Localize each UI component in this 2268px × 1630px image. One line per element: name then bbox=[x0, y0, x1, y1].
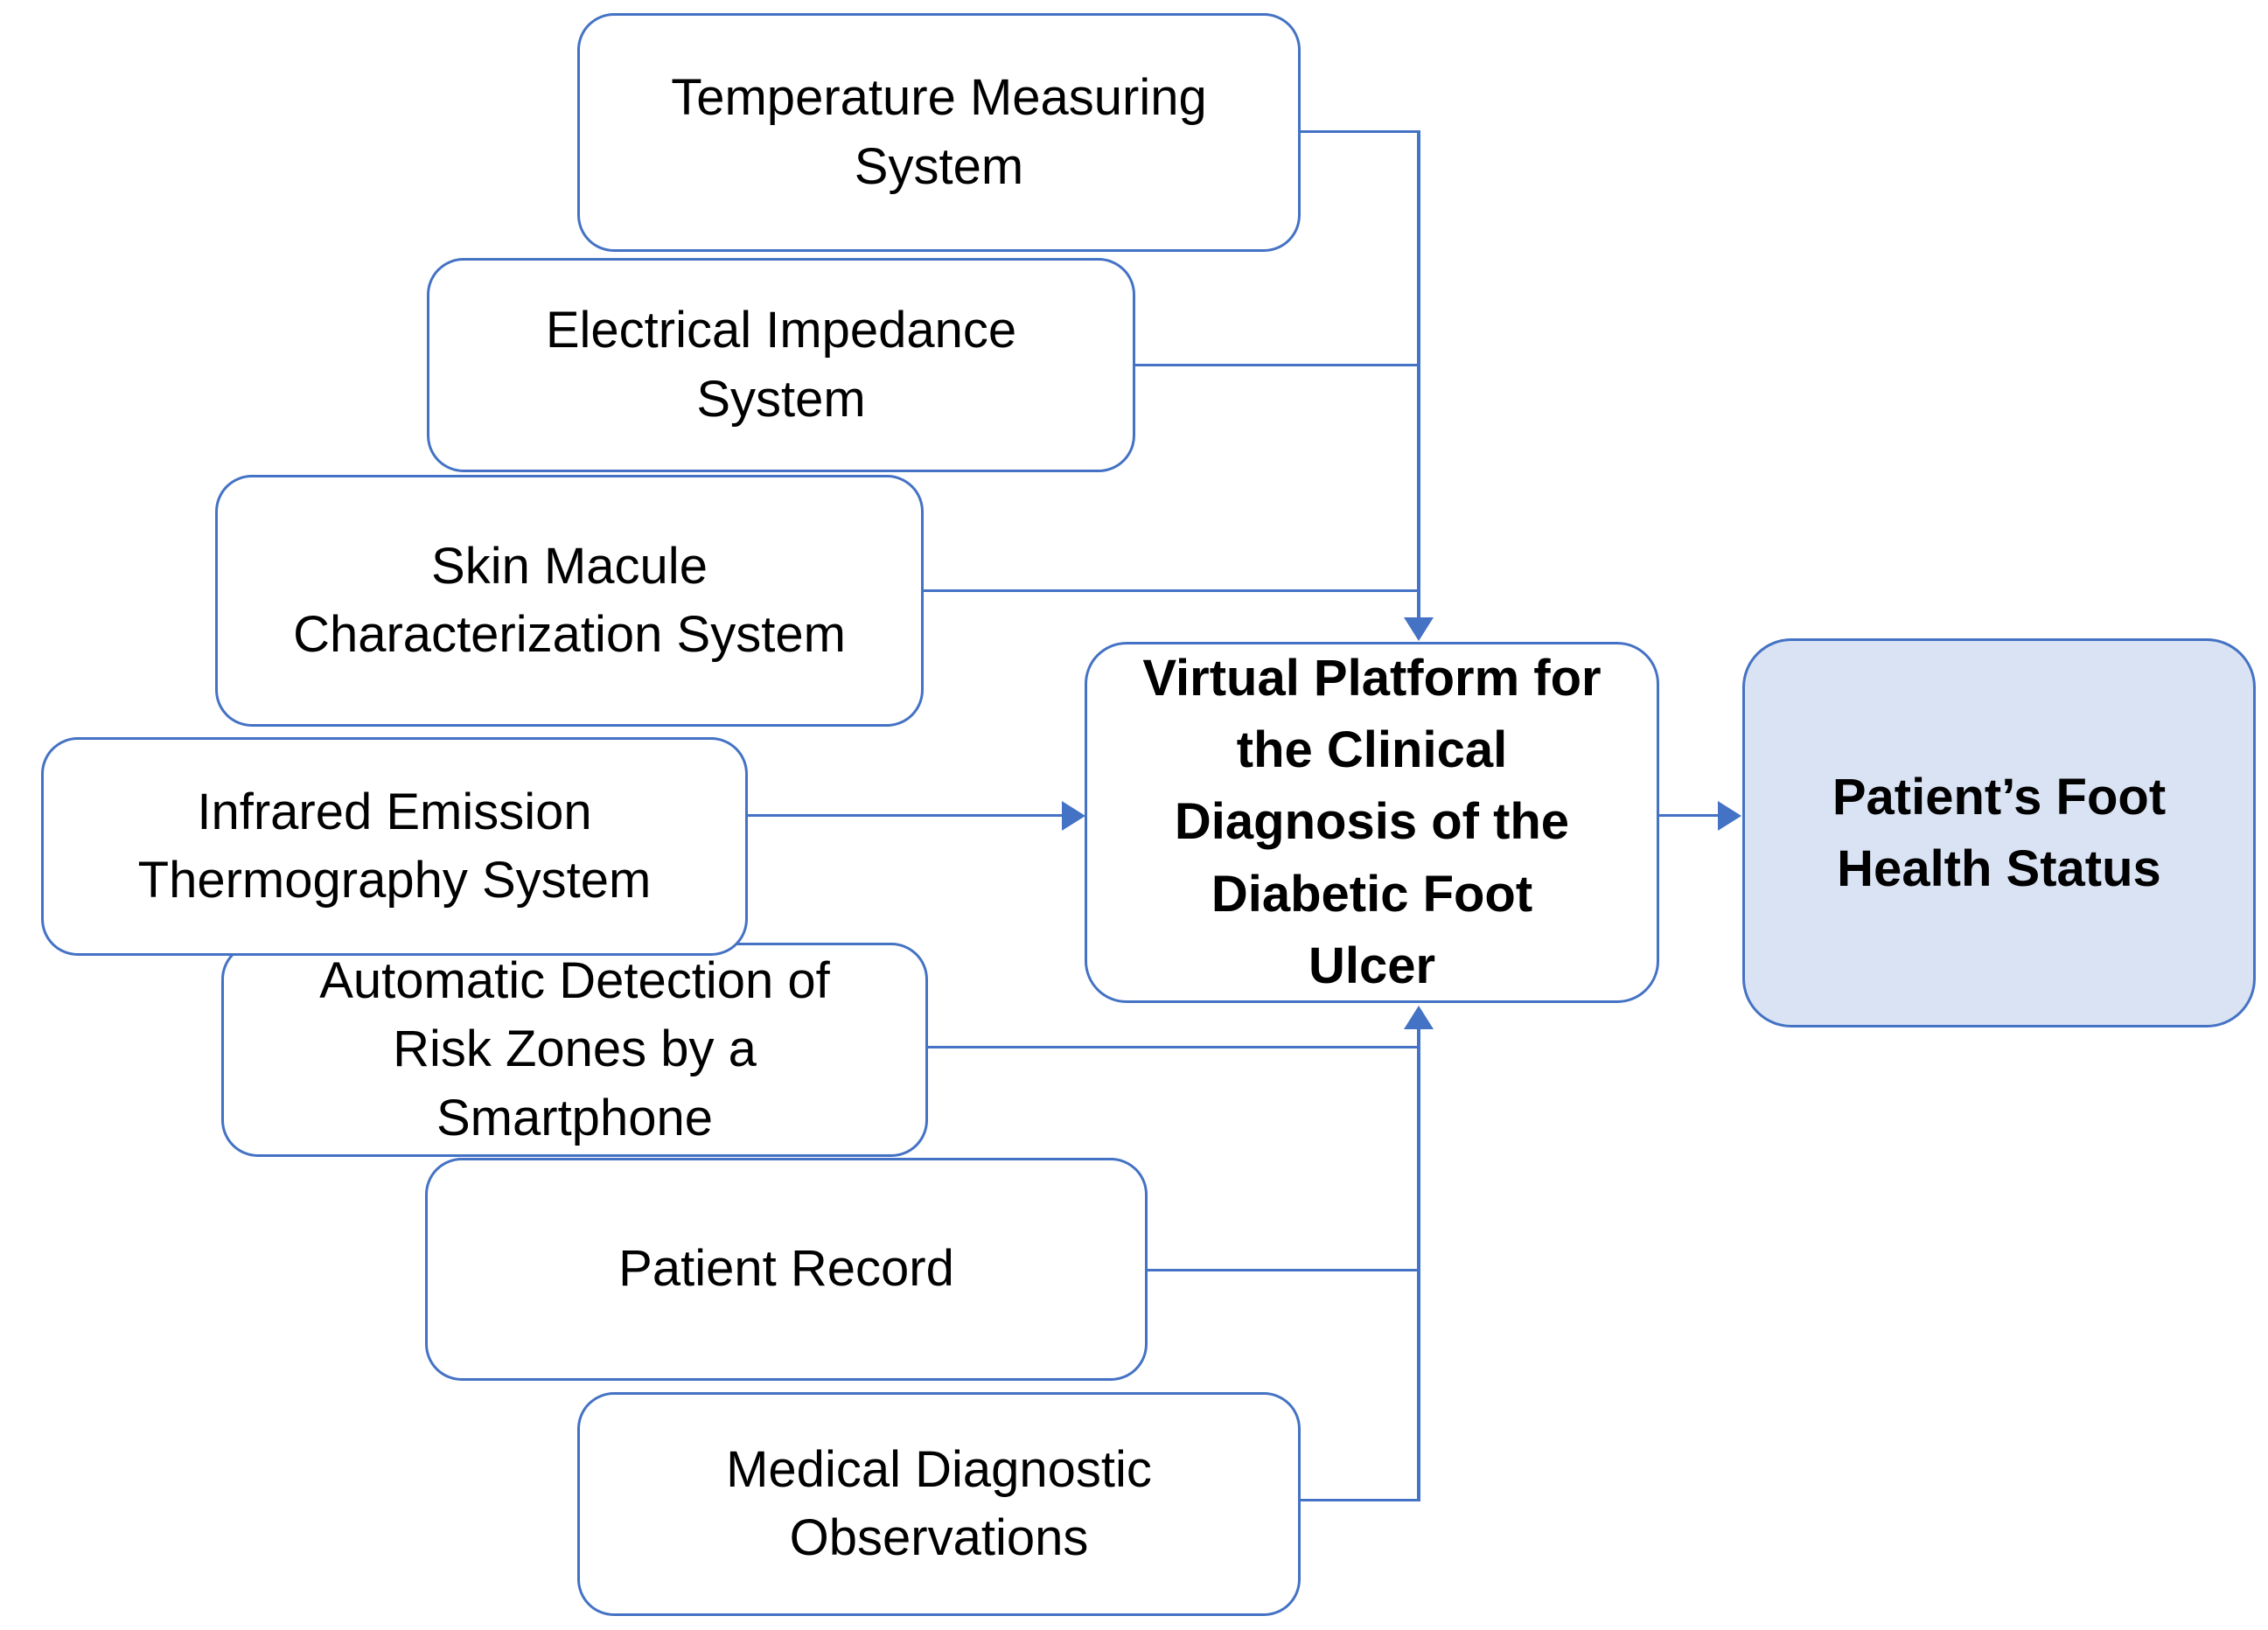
input-box-label: Electrical Impedance System bbox=[545, 302, 1017, 428]
output-box-patient-foot-health-status: Patient’s Foot Health Status bbox=[1742, 638, 2256, 1027]
input-box-label: Temperature Measuring System bbox=[671, 69, 1207, 195]
infrared-arrowhead-icon bbox=[1062, 801, 1085, 831]
input-box-electrical-impedance-system: Electrical Impedance System bbox=[427, 258, 1135, 472]
input-box-label: Patient Record bbox=[618, 1240, 954, 1298]
bottom-trunk-arrowhead-icon bbox=[1404, 1006, 1434, 1029]
connector-top-trunk bbox=[1417, 130, 1420, 619]
central-box-virtual-platform: Virtual Platform for the Clinical Diagno… bbox=[1085, 642, 1659, 1003]
input-box-label: Medical Diagnostic Observations bbox=[726, 1440, 1152, 1566]
connector-infrared-arrow bbox=[748, 814, 1064, 817]
connector-observations-branch bbox=[1301, 1499, 1419, 1501]
central-box-label: Virtual Platform for the Clinical Diagno… bbox=[1142, 649, 1602, 995]
connector-bottom-trunk bbox=[1417, 1029, 1420, 1501]
connector-skin-macule-branch bbox=[924, 589, 1420, 592]
connector-impedance-branch bbox=[1135, 364, 1420, 366]
output-arrowhead-icon bbox=[1718, 801, 1741, 831]
input-box-label: Skin Macule Characterization System bbox=[293, 537, 846, 663]
connector-platform-to-output bbox=[1659, 814, 1720, 817]
input-box-label: Automatic Detection of Risk Zones by a S… bbox=[319, 952, 830, 1146]
input-box-skin-macule-characterization-system: Skin Macule Characterization System bbox=[215, 475, 924, 727]
input-box-patient-record: Patient Record bbox=[425, 1158, 1148, 1381]
input-box-medical-diagnostic-observations: Medical Diagnostic Observations bbox=[577, 1392, 1301, 1616]
top-trunk-arrowhead-icon bbox=[1404, 617, 1434, 641]
connector-temperature-branch bbox=[1301, 130, 1420, 133]
input-box-infrared-emission-thermography-system: Infrared Emission Thermography System bbox=[41, 737, 748, 956]
output-box-label: Patient’s Foot Health Status bbox=[1832, 769, 2167, 897]
connector-risk-zones-branch bbox=[926, 1046, 1419, 1048]
input-box-label: Infrared Emission Thermography System bbox=[137, 783, 652, 909]
connector-patient-record-branch bbox=[1146, 1269, 1419, 1271]
input-box-temperature-measuring-system: Temperature Measuring System bbox=[577, 13, 1301, 252]
input-box-automatic-detection-risk-zones-smartphone: Automatic Detection of Risk Zones by a S… bbox=[221, 943, 928, 1157]
